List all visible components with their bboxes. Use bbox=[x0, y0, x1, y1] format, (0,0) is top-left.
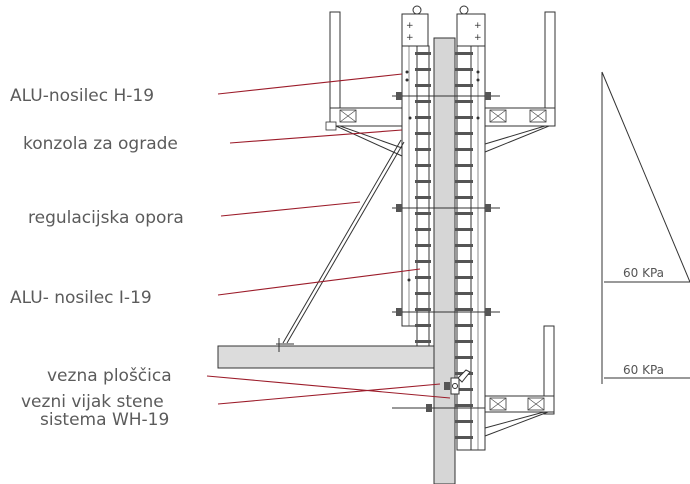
labels: ALU-nosilec H-19 konzola za ograde regul… bbox=[10, 86, 184, 430]
label-alu-i19: ALU- nosilec I-19 bbox=[10, 288, 152, 308]
beam-flange bbox=[415, 164, 431, 167]
beam-flange bbox=[415, 228, 431, 231]
beam-flange bbox=[415, 308, 431, 311]
label-ploscica: vezna ploščica bbox=[47, 366, 172, 386]
label-vijak-line2: sistema WH-19 bbox=[40, 410, 169, 430]
adjustable-prop bbox=[276, 139, 405, 352]
beam-flange bbox=[455, 340, 473, 343]
beam-flange bbox=[455, 260, 473, 263]
pressure-label-upper: 60 KPa bbox=[623, 266, 664, 280]
beam-flange bbox=[415, 340, 431, 343]
concrete-wall bbox=[433, 37, 456, 484]
label-vijak-line1: vezni vijak stene bbox=[21, 392, 164, 412]
beam-flange bbox=[455, 68, 473, 71]
label-konzola: konzola za ograde bbox=[23, 134, 178, 154]
svg-text:+: + bbox=[406, 33, 414, 43]
beam-flange bbox=[455, 404, 473, 407]
tie-rods bbox=[392, 92, 500, 412]
beam-flange bbox=[455, 228, 473, 231]
beam-flange bbox=[415, 244, 431, 247]
right-guardrail-bracket bbox=[484, 11, 556, 153]
beam-flange bbox=[455, 84, 473, 87]
right-formwork-panel: + + bbox=[456, 5, 486, 451]
lower-right-guardrail-bracket bbox=[484, 325, 555, 437]
beam-flange bbox=[455, 116, 473, 119]
beam-flange bbox=[455, 324, 473, 327]
beam-flange bbox=[455, 292, 473, 295]
beam-flange bbox=[455, 388, 473, 391]
label-alu-h19: ALU-nosilec H-19 bbox=[10, 86, 154, 106]
svg-text:+: + bbox=[474, 21, 482, 31]
beam-flange bbox=[415, 196, 431, 199]
beam-flange bbox=[415, 292, 431, 295]
beam-flange bbox=[455, 148, 473, 151]
beam-flange bbox=[415, 116, 431, 119]
beam-flange bbox=[455, 212, 473, 215]
leader-konzola bbox=[229, 129, 403, 144]
connector-plate bbox=[444, 369, 471, 395]
leader-alu-h19 bbox=[217, 73, 403, 95]
beam-flange bbox=[455, 100, 473, 103]
beam-flange bbox=[455, 276, 473, 279]
leader-opora bbox=[220, 201, 361, 217]
beam-flange bbox=[455, 164, 473, 167]
svg-text:+: + bbox=[406, 21, 414, 31]
beam-flange bbox=[415, 52, 431, 55]
leader-alu-i19 bbox=[217, 268, 421, 296]
label-opora: regulacijska opora bbox=[28, 208, 184, 228]
beam-flange bbox=[415, 212, 431, 215]
floor-slab bbox=[217, 345, 435, 369]
beam-flange bbox=[415, 148, 431, 151]
beam-flange bbox=[415, 132, 431, 135]
beam-flange bbox=[455, 180, 473, 183]
pressure-diagram: 60 KPa 60 KPa bbox=[601, 71, 690, 384]
beam-flange bbox=[455, 356, 473, 359]
leader-vijak bbox=[217, 383, 441, 405]
beam-flange bbox=[455, 420, 473, 423]
beam-flange bbox=[455, 132, 473, 135]
svg-text:+: + bbox=[474, 33, 482, 43]
left-i19-beams bbox=[415, 52, 431, 343]
beam-flange bbox=[415, 180, 431, 183]
beam-flange bbox=[415, 84, 431, 87]
pressure-label-lower: 60 KPa bbox=[623, 363, 664, 377]
right-i19-beams bbox=[455, 52, 473, 439]
beam-flange bbox=[455, 244, 473, 247]
beam-flange bbox=[415, 68, 431, 71]
leader-ploscica bbox=[206, 375, 451, 399]
beam-flange bbox=[415, 276, 431, 279]
beam-flange bbox=[415, 100, 431, 103]
leader-lines bbox=[206, 73, 451, 405]
left-guardrail-bracket bbox=[325, 11, 403, 157]
beam-flange bbox=[455, 196, 473, 199]
beam-flange bbox=[455, 52, 473, 55]
beam-flange bbox=[455, 308, 473, 311]
beam-flange bbox=[455, 436, 473, 439]
beam-flange bbox=[415, 260, 431, 263]
beam-flange bbox=[415, 324, 431, 327]
